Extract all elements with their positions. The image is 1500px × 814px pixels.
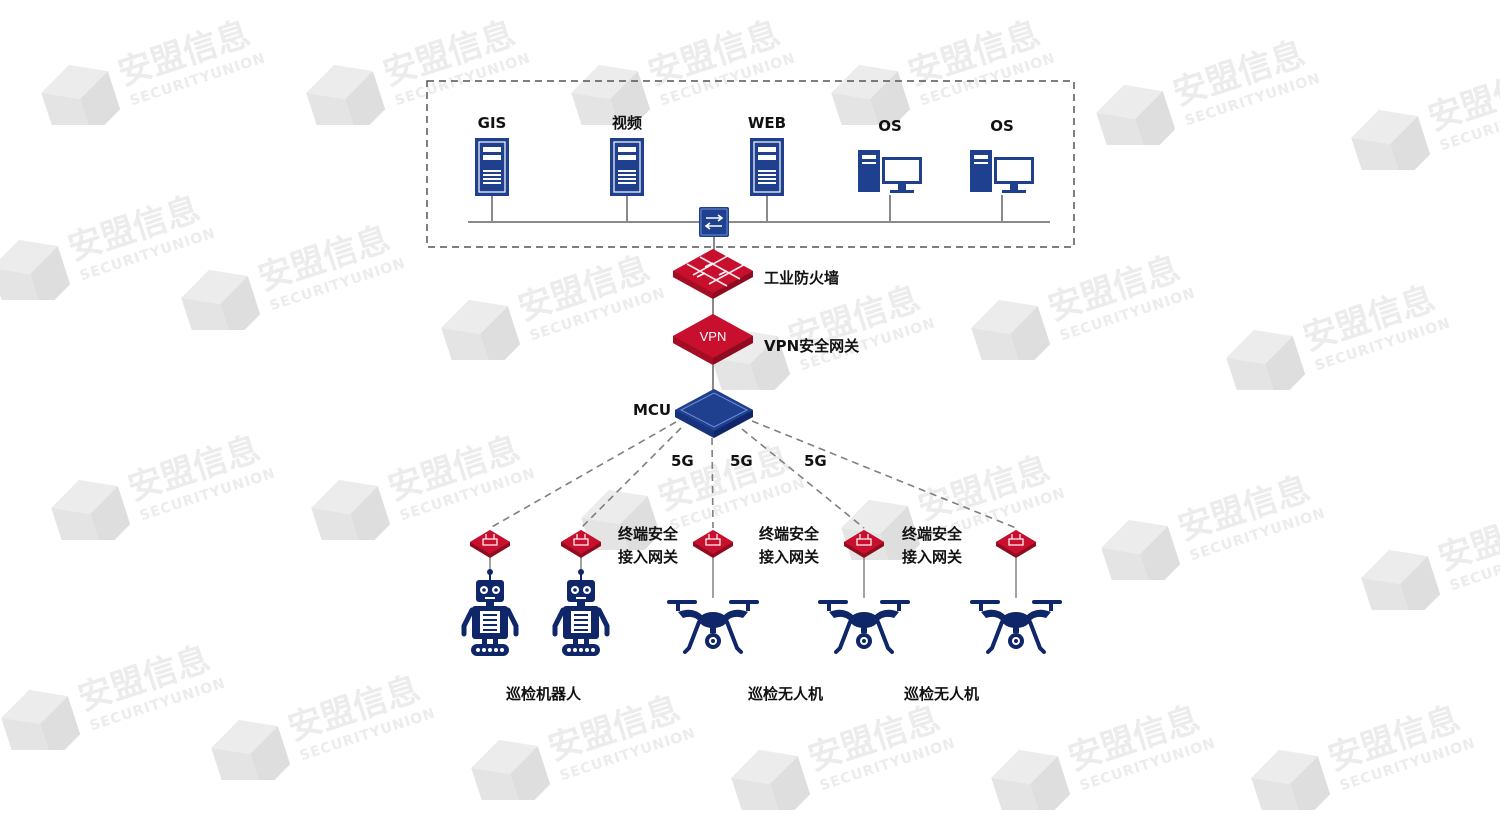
server-label: WEB	[747, 114, 787, 132]
mcu-router-icon	[675, 389, 753, 438]
server-label: OS	[878, 117, 902, 135]
internal-network-zone	[426, 80, 1075, 248]
mcu-label: MCU	[633, 401, 672, 419]
drone-icon	[818, 600, 910, 654]
switch-icon	[699, 207, 729, 237]
5g-link-line	[741, 428, 865, 529]
terminal-gateway-label: 终端安全 接入网关	[902, 523, 962, 570]
terminal-gateway-icon	[561, 530, 601, 558]
drones-group-label: 巡检无人机	[904, 685, 980, 703]
terminal-gateway-line2: 接入网关	[759, 548, 820, 567]
firewall-icon	[673, 249, 753, 299]
drone-icon	[970, 600, 1062, 654]
firewall-label: 工业防火墙	[764, 269, 840, 287]
terminal-gateway-label: 终端安全 接入网关	[618, 523, 678, 570]
server-icon	[475, 138, 509, 196]
robot-icon	[552, 569, 610, 656]
desktop-icon	[970, 150, 1034, 193]
robots-group-label: 巡检机器人	[506, 685, 582, 703]
vpn-gateway-label: VPN安全网关	[764, 337, 860, 355]
terminal-gateway-line1: 终端安全	[618, 525, 679, 543]
terminal-gateway-line2: 接入网关	[902, 548, 963, 567]
terminal-gateway-line1: 终端安全	[902, 525, 963, 543]
terminal-gateway-line1: 终端安全	[759, 525, 820, 543]
terminal-gateway-icon	[693, 530, 733, 558]
desktop-icon	[858, 150, 922, 193]
network-diagram: VPN	[426, 80, 1075, 656]
server-icon	[750, 138, 784, 196]
server-label: 视频	[611, 114, 643, 132]
robot-icon	[461, 569, 519, 656]
vpn-badge-text: VPN	[700, 329, 727, 344]
vpn-gateway-icon: VPN	[673, 314, 753, 365]
terminal-gateway-icon	[470, 530, 510, 558]
5g-link-line	[751, 420, 1017, 529]
terminal-gateway-icon	[996, 530, 1036, 558]
drones-group-label: 巡检无人机	[748, 685, 824, 703]
server-label: GIS	[477, 114, 507, 132]
5g-link-line	[489, 421, 677, 529]
terminal-gateway-icon	[844, 530, 884, 558]
link-label-5g: 5G	[730, 452, 753, 470]
terminal-gateway-line2: 接入网关	[618, 548, 679, 567]
link-label-5g: 5G	[804, 452, 827, 470]
drone-icon	[667, 600, 759, 654]
5g-link-line	[711, 437, 714, 529]
5g-link-line	[580, 427, 682, 529]
link-label-5g: 5G	[671, 452, 694, 470]
terminal-gateway-label: 终端安全 接入网关	[759, 523, 819, 570]
server-label: OS	[990, 117, 1014, 135]
server-icon	[610, 138, 644, 196]
